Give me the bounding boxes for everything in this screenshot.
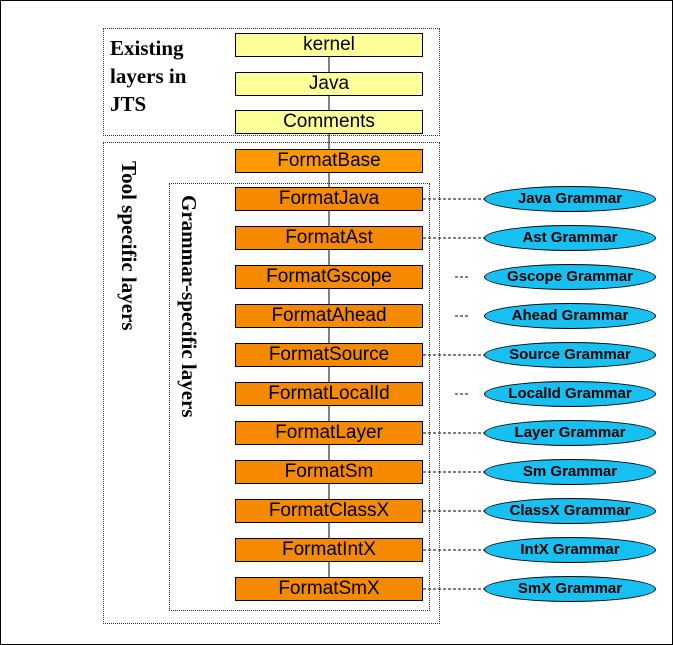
layer-formatlocalid: FormatLocalId xyxy=(235,382,423,406)
grammar-ellipse: Gscope Grammar xyxy=(484,264,656,290)
layer-formatsm: FormatSm xyxy=(235,460,423,484)
grammar-ellipse: Ast Grammar xyxy=(484,225,656,251)
grammar-specific-layers-label: Grammar-specific layers xyxy=(177,195,201,418)
layer-formatbase: FormatBase xyxy=(235,149,423,173)
layer-formatsmx: FormatSmX xyxy=(235,577,423,601)
tool-specific-layers-label: Tool specific layers xyxy=(117,161,141,331)
tool-specific-layers-group xyxy=(103,142,440,624)
layer-formatjava: FormatJava xyxy=(235,187,423,211)
layer-formatsource: FormatSource xyxy=(235,343,423,367)
layer-formatintx: FormatIntX xyxy=(235,538,423,562)
grammar-ellipse: Source Grammar xyxy=(484,342,656,368)
layer-formatgscope: FormatGscope xyxy=(235,265,423,289)
layer-formatast: FormatAst xyxy=(235,226,423,250)
layer-formatahead: FormatAhead xyxy=(235,304,423,328)
layer-comments: Comments xyxy=(235,110,423,134)
grammar-ellipse: Sm Grammar xyxy=(484,459,656,485)
layer-formatlayer: FormatLayer xyxy=(235,421,423,445)
grammar-ellipse: Java Grammar xyxy=(484,186,656,212)
grammar-specific-layers-group xyxy=(169,183,430,611)
existing-label-line: JTS xyxy=(110,92,147,116)
grammar-ellipse: LocalId Grammar xyxy=(484,381,656,407)
grammar-ellipse: IntX Grammar xyxy=(484,537,656,563)
existing-layers-group xyxy=(103,28,440,136)
existing-label-line: layers in xyxy=(110,64,187,88)
layer-formatclassx: FormatClassX xyxy=(235,499,423,523)
grammar-ellipse: Ahead Grammar xyxy=(484,303,656,329)
grammar-ellipse: ClassX Grammar xyxy=(484,498,656,524)
existing-label-line: Existing xyxy=(110,36,184,60)
grammar-ellipse: Layer Grammar xyxy=(484,420,656,446)
layer-kernel: kernel xyxy=(235,33,423,57)
layer-java: Java xyxy=(235,72,423,96)
grammar-ellipse: SmX Grammar xyxy=(484,576,656,602)
existing-layers-label: Existing layers in JTS xyxy=(110,34,230,118)
